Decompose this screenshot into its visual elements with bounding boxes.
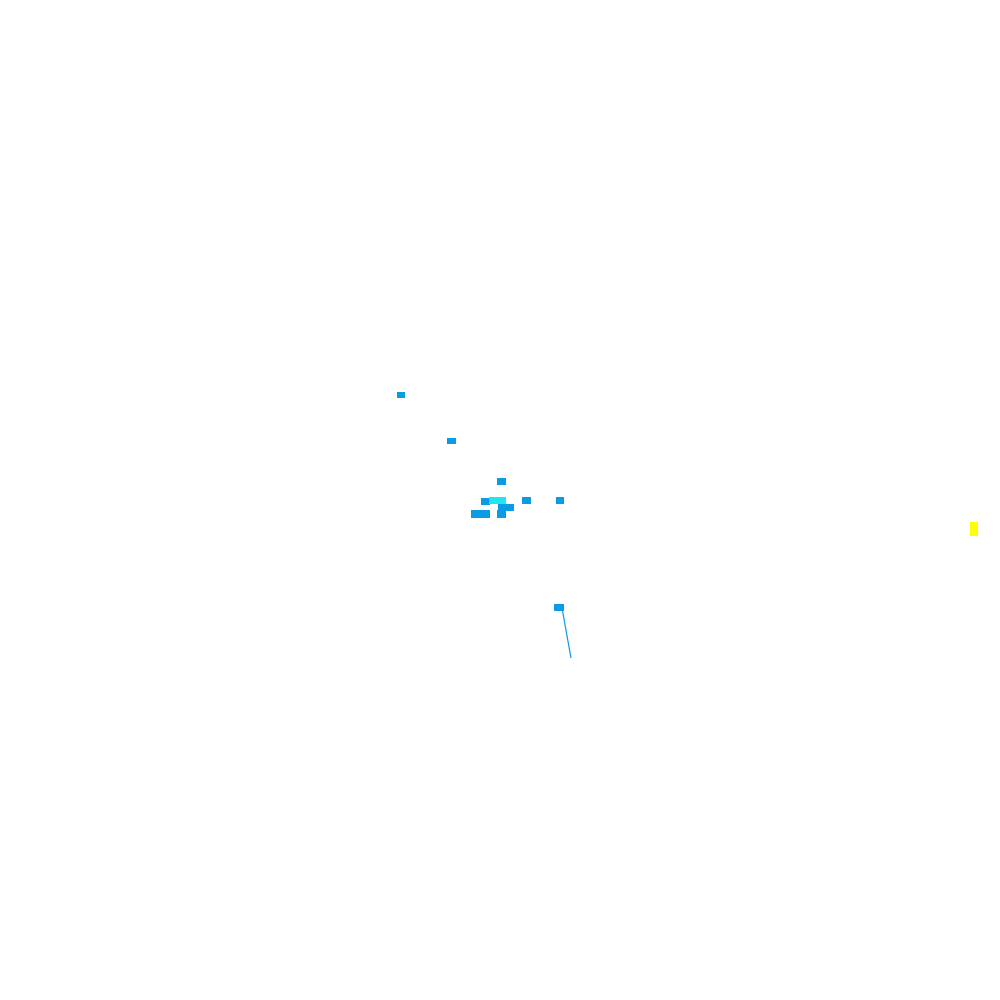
marker-3 bbox=[497, 478, 506, 485]
highlight-marker bbox=[489, 497, 506, 504]
marker-10 bbox=[554, 604, 564, 611]
marker-9 bbox=[497, 510, 506, 518]
marker-5 bbox=[522, 497, 531, 504]
marker-1 bbox=[397, 392, 405, 398]
accent-marker bbox=[970, 522, 978, 536]
marker-4 bbox=[481, 498, 490, 505]
marker-6 bbox=[556, 497, 564, 504]
marker-group bbox=[397, 392, 978, 659]
marker-7 bbox=[498, 504, 514, 511]
trail-line bbox=[561, 607, 572, 659]
marker-2 bbox=[447, 438, 456, 444]
marker-8 bbox=[471, 510, 490, 518]
